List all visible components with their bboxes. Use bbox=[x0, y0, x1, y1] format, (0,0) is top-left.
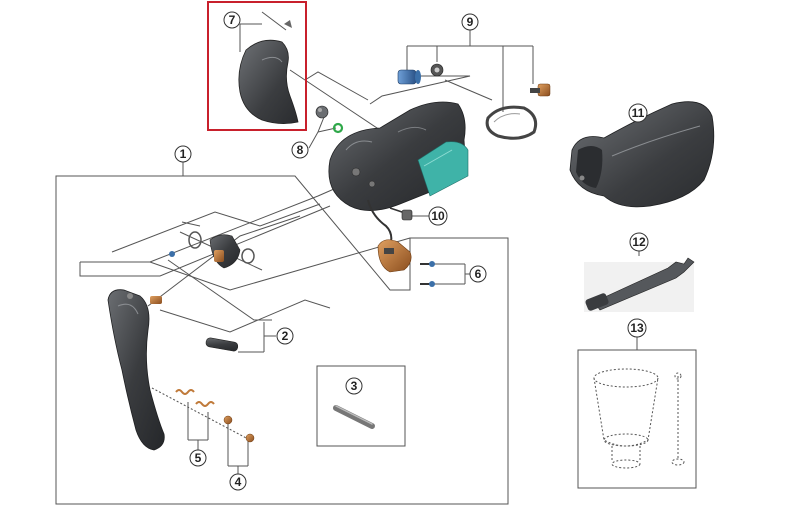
callout-8: 8 bbox=[291, 141, 309, 159]
brake-lever[interactable] bbox=[107, 289, 165, 451]
part-12-tool[interactable] bbox=[584, 257, 695, 312]
part-3-box bbox=[316, 365, 406, 447]
callout-4: 4 bbox=[229, 473, 247, 491]
part-1-main-body[interactable] bbox=[328, 101, 469, 247]
part-11-rubber-hood[interactable] bbox=[569, 101, 715, 208]
callout-6: 6 bbox=[469, 265, 487, 283]
shift-mechanism bbox=[169, 221, 255, 269]
callout-label: 6 bbox=[475, 267, 482, 281]
highlight-box-part-7 bbox=[207, 1, 307, 131]
callout-label: 7 bbox=[229, 13, 236, 27]
callout-label: 3 bbox=[351, 379, 358, 393]
switch-screw-top bbox=[420, 261, 435, 267]
callout-label: 10 bbox=[431, 209, 445, 223]
callout-label: 1 bbox=[180, 147, 187, 161]
callout-12: 12 bbox=[629, 232, 649, 252]
callout-13: 13 bbox=[627, 318, 647, 338]
hood-screw bbox=[284, 20, 292, 28]
callout-label: 4 bbox=[235, 475, 242, 489]
part-10-connector[interactable] bbox=[401, 209, 413, 221]
callout-1: 1 bbox=[174, 145, 192, 163]
teal-battery-panel bbox=[417, 141, 469, 197]
callout-3: 3 bbox=[345, 377, 363, 395]
switch-screw-bottom bbox=[420, 281, 435, 287]
part-4-screws[interactable] bbox=[223, 415, 255, 443]
callout-label: 12 bbox=[632, 235, 646, 249]
part-9-clamp-band[interactable] bbox=[397, 63, 551, 140]
part-5-springs[interactable] bbox=[175, 389, 215, 407]
callout-10: 10 bbox=[428, 206, 448, 226]
leader-lines bbox=[55, 11, 640, 505]
callout-label: 9 bbox=[467, 15, 474, 29]
callout-7: 7 bbox=[223, 11, 241, 29]
callout-label: 11 bbox=[632, 106, 645, 120]
callout-label: 5 bbox=[195, 451, 202, 465]
blue-bolt bbox=[397, 69, 417, 85]
callout-2: 2 bbox=[276, 327, 294, 345]
part-6-switch-unit[interactable] bbox=[377, 239, 435, 287]
callout-9: 9 bbox=[461, 13, 479, 31]
callout-5: 5 bbox=[189, 449, 207, 467]
callout-11: 11 bbox=[628, 103, 648, 123]
cable bbox=[367, 199, 393, 247]
part-13-mounting-tool[interactable] bbox=[593, 368, 685, 469]
part-7-hood-cover[interactable] bbox=[238, 20, 299, 124]
clamp-band bbox=[485, 105, 538, 140]
part-13-box bbox=[577, 349, 697, 489]
part-8-clip[interactable] bbox=[315, 105, 344, 134]
callout-label: 2 bbox=[282, 329, 289, 343]
part-3-rod[interactable] bbox=[333, 405, 375, 429]
callout-label: 13 bbox=[630, 321, 644, 335]
part-2-pin[interactable] bbox=[205, 337, 239, 352]
callout-label: 8 bbox=[297, 143, 304, 157]
